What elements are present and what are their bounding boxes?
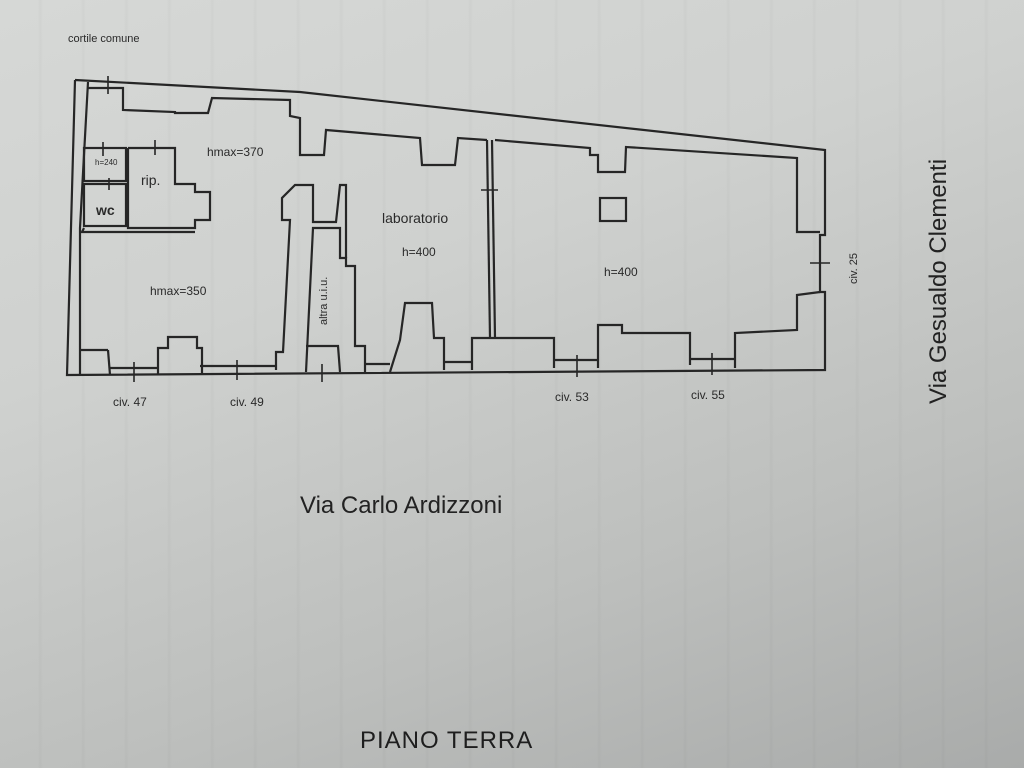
interior-walls xyxy=(80,139,692,376)
civic-number-53: civ. 53 xyxy=(555,390,589,404)
opening-marks xyxy=(102,76,830,382)
civic-number-25: civ. 25 xyxy=(848,253,860,284)
laboratory-height: h=400 xyxy=(402,245,436,259)
civic-number-49: civ. 49 xyxy=(230,395,264,409)
bathroom-label: wc xyxy=(96,202,115,218)
room-east-height: h=400 xyxy=(604,265,638,279)
laboratory-label: laboratorio xyxy=(382,210,449,226)
closet-height: h=240 xyxy=(95,158,118,167)
civic-number-47: civ. 47 xyxy=(113,395,147,409)
civic-number-55: civ. 55 xyxy=(691,388,725,402)
other-unit-label: altra u.i.u. xyxy=(318,276,330,325)
courtyard-label: cortile comune xyxy=(68,33,140,45)
street-south-label: Via Carlo Ardizzoni xyxy=(300,492,503,519)
room-sw-height: hmax=350 xyxy=(150,284,207,298)
street-east-label: Via Gesualdo Clementi xyxy=(925,158,952,404)
room-nw-height: hmax=370 xyxy=(207,145,264,159)
page-title: PIANO TERRA xyxy=(360,727,534,754)
storage-label: rip. xyxy=(141,172,161,188)
